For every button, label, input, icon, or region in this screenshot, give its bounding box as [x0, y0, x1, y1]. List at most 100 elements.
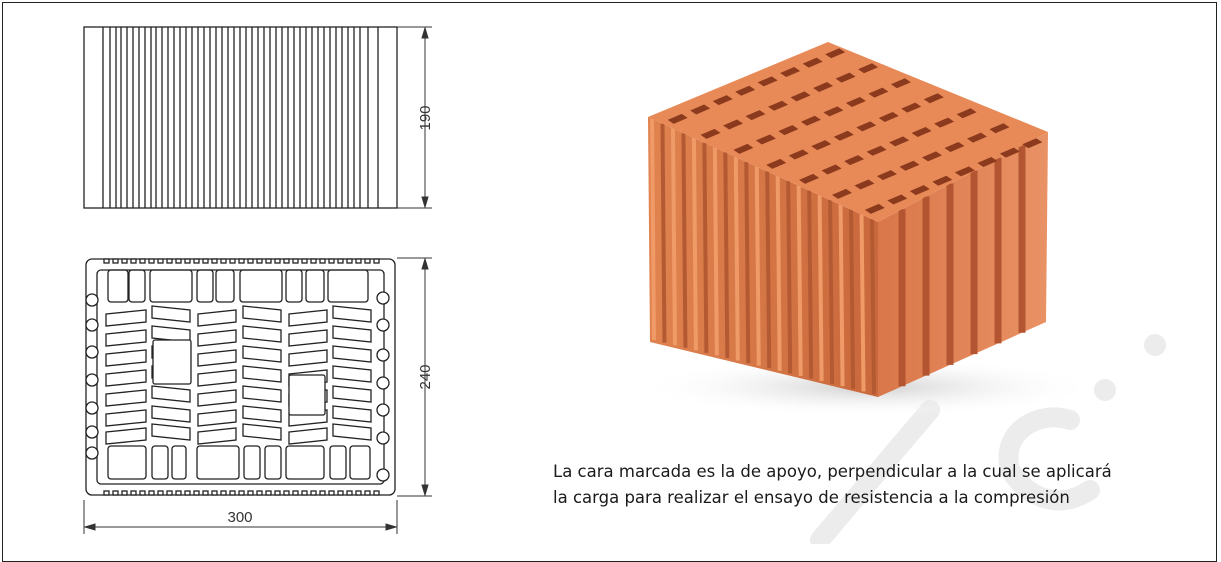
- cell: [242, 405, 282, 423]
- cell: [242, 423, 282, 441]
- brick-hole: [923, 93, 944, 104]
- brick-hole: [788, 149, 809, 160]
- grip-circle: [85, 345, 99, 359]
- tooth: [265, 490, 272, 496]
- tooth: [148, 258, 155, 264]
- tooth: [148, 490, 155, 496]
- brick-hole: [802, 57, 823, 68]
- tooth: [283, 490, 290, 496]
- dimension-depth: [397, 257, 432, 497]
- perforation-cells: [105, 269, 372, 480]
- tooth: [130, 490, 137, 496]
- brick-hole: [835, 72, 856, 83]
- brick-rib: [796, 185, 803, 377]
- tooth: [175, 490, 182, 496]
- cell: [332, 405, 372, 423]
- tooth: [103, 490, 110, 496]
- tooth: [229, 490, 236, 496]
- plan-view: [85, 258, 396, 496]
- cell: [105, 369, 147, 387]
- dimension-depth-label: 240: [417, 364, 434, 389]
- cell: [197, 369, 237, 387]
- cell: [285, 445, 325, 480]
- brick-hole: [700, 128, 721, 139]
- tooth: [310, 258, 317, 264]
- cell-large: [288, 374, 326, 416]
- cell-large: [152, 339, 192, 385]
- elevation-view: [83, 26, 398, 209]
- tooth: [328, 490, 335, 496]
- rib-lines: [102, 27, 379, 208]
- cell: [288, 329, 328, 347]
- cell: [197, 329, 237, 347]
- tooth: [247, 258, 254, 264]
- tooth: [346, 490, 353, 496]
- tooth: [337, 490, 344, 496]
- brick-rib: [859, 214, 866, 392]
- brick-side-face: [878, 132, 1048, 397]
- brick-hole: [780, 66, 801, 77]
- brick-hole: [858, 63, 879, 74]
- cell: [151, 445, 169, 480]
- cell: [197, 409, 237, 427]
- dimension-height-label: 190: [417, 105, 434, 130]
- tooth: [184, 490, 191, 496]
- tooth: [301, 490, 308, 496]
- caption-line-1: La cara marcada es la de apoyo, perpendi…: [553, 462, 1112, 481]
- cell: [243, 445, 261, 480]
- brick-hole: [733, 143, 754, 154]
- brick-hole: [864, 203, 885, 214]
- brick-hole: [866, 145, 887, 156]
- cell: [242, 365, 282, 383]
- brick-hole: [825, 48, 846, 59]
- cell: [349, 445, 371, 480]
- brick-hole: [989, 123, 1010, 134]
- cell: [332, 345, 372, 363]
- cell: [105, 389, 147, 407]
- tooth: [220, 490, 227, 496]
- cell: [288, 309, 328, 327]
- brick-rib: [849, 209, 856, 389]
- tooth: [202, 258, 209, 264]
- cell: [151, 423, 191, 441]
- brick-rib: [702, 142, 709, 353]
- brick-rib: [838, 204, 845, 387]
- tooth: [364, 490, 371, 496]
- brick-hole: [966, 132, 987, 143]
- tooth: [355, 258, 362, 264]
- brick-rib: [870, 218, 876, 395]
- tooth: [112, 258, 119, 264]
- tooth: [247, 490, 254, 496]
- cell: [151, 305, 191, 323]
- tooth: [373, 258, 380, 264]
- brick-hole: [799, 173, 820, 184]
- cell: [242, 385, 282, 403]
- brick-hole: [901, 102, 922, 113]
- tooth: [166, 490, 173, 496]
- cell: [105, 309, 147, 327]
- brick-hole: [833, 130, 854, 141]
- brick-hole: [868, 87, 889, 98]
- tooth: [301, 258, 308, 264]
- tooth: [121, 490, 128, 496]
- tooth: [364, 258, 371, 264]
- tooth: [274, 490, 281, 496]
- grip-circle: [376, 431, 390, 445]
- cell: [149, 269, 193, 303]
- tooth: [337, 258, 344, 264]
- tooth: [346, 258, 353, 264]
- brick-hole: [712, 95, 733, 106]
- tooth: [211, 258, 218, 264]
- brick-hole: [890, 78, 911, 89]
- cell: [288, 427, 328, 445]
- brick-rib: [744, 161, 751, 364]
- brick-hole: [800, 115, 821, 126]
- tooth: [211, 490, 218, 496]
- tooth: [373, 490, 380, 496]
- grip-circle: [376, 318, 390, 332]
- grip-circle: [376, 348, 390, 362]
- perimeter-teeth: [103, 258, 380, 496]
- cell: [105, 349, 147, 367]
- cell: [197, 309, 237, 327]
- brick-hole: [845, 96, 866, 107]
